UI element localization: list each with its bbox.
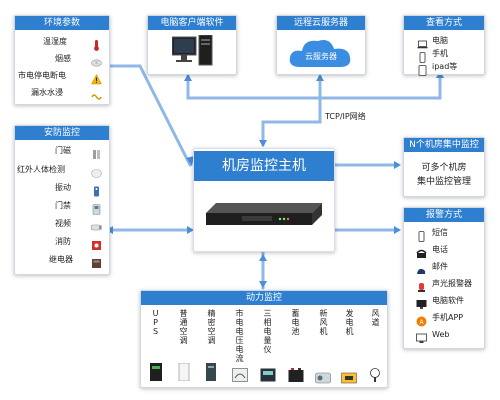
env-item-water-leak: 漏水水浸 <box>31 88 63 97</box>
multi-line2: 集中监控管理 <box>416 177 471 187</box>
infrared-sensor-icon <box>91 164 102 178</box>
security-item-infrared: 红外人体检测 <box>17 165 65 174</box>
env-panel: 环境参数 温湿度 烟感 市电停电断电 漏水水浸 <box>14 15 110 105</box>
view-item-phone: 手机 <box>432 49 448 58</box>
line-network-bus <box>186 70 442 100</box>
app-icon: A <box>416 312 427 327</box>
battery-icon <box>288 367 304 382</box>
view-item-computer: 电脑 <box>432 36 448 45</box>
air-duct-icon <box>367 367 383 382</box>
host-panel: 机房监控主机 <box>193 148 335 252</box>
alarm-item-phone-call: 电话 <box>432 245 448 254</box>
vibration-sensor-icon <box>91 182 102 197</box>
alarm-item-pc-software: 电脑软件 <box>432 296 464 305</box>
voltage-meter-icon <box>232 367 248 382</box>
view-item-ipad: ipad等 <box>432 62 458 71</box>
alarm-item-sms: 短信 <box>432 228 448 237</box>
smoke-detector-icon <box>91 53 102 67</box>
access-control-icon <box>91 200 102 215</box>
camera-icon <box>91 218 102 231</box>
alarm-item-mobile-app: 手机APP <box>432 313 464 322</box>
env-item-power-outage: 市电停电断电 <box>18 71 66 80</box>
security-panel: 安防监控 门磁 红外人体检测 振动 门禁 视频 消防 继电器 <box>14 125 110 275</box>
host-device-icon <box>202 199 326 233</box>
line-bus-host <box>261 96 322 147</box>
warning-icon <box>91 70 102 85</box>
relay-icon <box>91 254 102 268</box>
door-magnet-icon <box>91 145 102 159</box>
laptop-icon <box>417 35 428 49</box>
cloud-label: 云服务器 <box>305 52 337 61</box>
power-meter-icon <box>260 367 276 382</box>
security-item-video: 视频 <box>55 219 71 228</box>
svg-text:A: A <box>419 319 424 326</box>
tablet-icon <box>417 61 428 76</box>
network-label: TCP/IP网络 <box>325 112 366 121</box>
line-env-host <box>108 64 192 167</box>
web-monitor-icon <box>416 329 427 343</box>
env-panel-title: 环境参数 <box>15 16 109 30</box>
power-panel-title: 动力监控 <box>141 291 387 305</box>
telephone-icon <box>416 244 427 258</box>
power-item-common-ac: 普通空调 <box>179 309 188 345</box>
pc-client-panel: 电脑客户端软件 <box>147 15 237 75</box>
power-item-battery: 蓄电池 <box>291 309 300 336</box>
alarm-item-web: Web <box>432 330 450 339</box>
desktop-icon <box>416 295 427 309</box>
alarm-item-siren: 声光报警器 <box>432 279 472 288</box>
alarm-panel-title: 报警方式 <box>404 208 484 222</box>
security-item-access: 门禁 <box>55 201 71 210</box>
mail-icon <box>416 261 427 274</box>
power-item-mains-voltage: 市电电压电流 <box>235 309 244 363</box>
water-sensor-icon <box>91 87 102 100</box>
generator-icon <box>341 369 357 384</box>
power-item-fresh-air: 新风机 <box>319 309 328 336</box>
env-item-humidity: 温湿度 <box>43 37 67 46</box>
multi-line1: 可多个机房 <box>421 163 467 173</box>
multi-panel: N个机房集中监控 可多个机房 集中监控管理 <box>403 137 485 197</box>
fire-alarm-icon <box>91 236 102 250</box>
power-item-ups: UPS <box>152 309 159 336</box>
phone-icon <box>417 48 428 63</box>
pc-client-title: 电脑客户端软件 <box>148 16 236 30</box>
thermometer-icon <box>91 36 102 51</box>
security-item-fire: 消防 <box>55 237 71 246</box>
cloud-panel: 远程云服务器 云服务器 <box>276 15 366 75</box>
power-panel: 动力监控 UPS 普通空调 精密空调 市电电压电流 三相电量仪 蓄电池 新风机 … <box>140 290 388 388</box>
security-item-door-magnet: 门磁 <box>55 146 71 155</box>
view-panel-title: 查看方式 <box>404 16 484 30</box>
multi-panel-title: N个机房集中监控 <box>404 138 484 152</box>
alarm-item-mail: 邮件 <box>432 262 448 271</box>
ups-icon <box>149 363 163 381</box>
security-item-vibration: 振动 <box>55 183 71 192</box>
host-title: 机房监控主机 <box>194 151 334 181</box>
power-item-generator: 发电机 <box>345 309 354 336</box>
air-conditioner-icon <box>178 362 190 382</box>
sms-icon <box>416 227 427 242</box>
power-item-precision-ac: 精密空调 <box>207 309 216 345</box>
power-item-air-duct: 风道 <box>371 309 380 327</box>
view-panel: 查看方式 电脑 手机 ipad等 <box>403 15 485 76</box>
security-panel-title: 安防监控 <box>15 126 109 140</box>
siren-icon <box>416 278 427 292</box>
alarm-panel: 报警方式 短信 电话 邮件 声光报警器 电脑软件 A 手机APP Web <box>403 207 485 349</box>
fresh-air-fan-icon <box>315 369 331 384</box>
cloud-panel-title: 远程云服务器 <box>277 16 365 30</box>
power-item-three-phase: 三相电量仪 <box>263 309 272 354</box>
security-item-relay: 继电器 <box>49 255 73 264</box>
precision-ac-icon <box>205 363 217 381</box>
cloud-icon <box>286 35 356 75</box>
desktop-computer-icon <box>171 34 214 75</box>
env-item-smoke: 烟感 <box>55 54 71 63</box>
